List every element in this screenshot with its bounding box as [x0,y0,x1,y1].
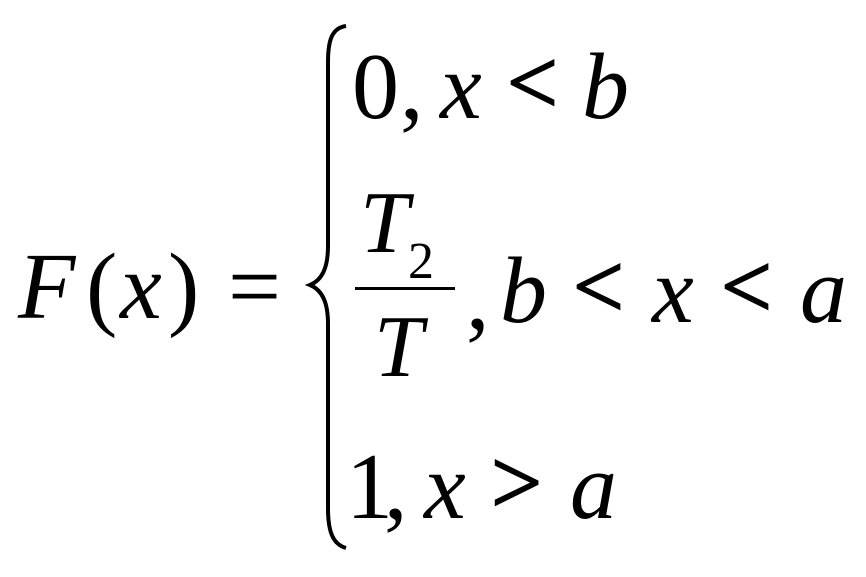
case2-comma: , [466,245,490,349]
case3-greater-than: > [490,431,544,535]
case3-comma: , [384,435,408,539]
case1-comma: , [400,35,424,139]
case1-less-than: < [506,31,560,135]
case2-numerator-subscript: 2 [408,233,434,290]
case1-cond-rhs: b [582,35,629,139]
case3-value: 1 [346,435,393,539]
case2-less-than-2: < [720,235,774,339]
case1-cond-var: x [440,35,482,139]
case2-less-than-1: < [572,235,626,339]
close-paren: ) [168,235,200,339]
function-variable: x [120,235,162,339]
equals-sign: = [228,235,282,339]
case2-cond-var: x [652,239,694,343]
case3-cond-var: x [424,435,466,539]
case1-value: 0 [352,35,399,139]
fraction-bar [355,287,455,290]
case2-cond-lhs: b [500,239,547,343]
case2-cond-rhs: a [800,239,847,343]
function-name: F [18,235,76,339]
open-paren: ( [86,235,118,339]
case2-numerator: T [360,175,409,272]
case3-cond-rhs: a [570,435,617,539]
case2-denominator: T [374,299,423,396]
